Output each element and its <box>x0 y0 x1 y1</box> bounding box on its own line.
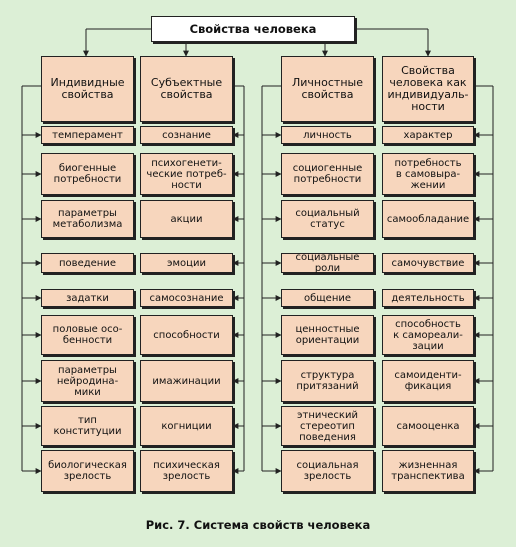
property-box: самообладание <box>382 200 474 238</box>
diagram-title: Свойства человека <box>151 16 355 42</box>
column-heading: Личностные свойства <box>281 56 374 122</box>
property-box: параметры метаболизма <box>41 200 134 238</box>
property-box: акции <box>140 200 233 238</box>
property-box: поведение <box>41 253 134 273</box>
property-box: способности <box>140 315 233 355</box>
property-box: задатки <box>41 289 134 307</box>
property-box: жизненная транспектива <box>382 450 474 492</box>
property-box: деятельность <box>382 289 474 307</box>
property-box: сознание <box>140 126 233 144</box>
property-box: имажинации <box>140 360 233 402</box>
property-box: структура притязаний <box>281 360 374 402</box>
property-box: биологическая зрелость <box>41 450 134 492</box>
property-box: личность <box>281 126 374 144</box>
property-box: общение <box>281 289 374 307</box>
property-box: социальный статус <box>281 200 374 238</box>
property-box: тип конституции <box>41 406 134 446</box>
property-box: темперамент <box>41 126 134 144</box>
column-heading: Индивидные свойства <box>41 56 134 122</box>
property-box: социальная зрелость <box>281 450 374 492</box>
property-box: ценностные ориентации <box>281 315 374 355</box>
property-box: самооценка <box>382 406 474 446</box>
property-box: самоиденти- фикация <box>382 360 474 402</box>
property-box: эмоции <box>140 253 233 273</box>
property-box: социальные роли <box>281 252 374 274</box>
property-box: социогенные потребности <box>281 153 374 195</box>
property-box: самосознание <box>140 289 233 307</box>
property-box: половые осо- бенности <box>41 315 134 355</box>
property-box: характер <box>382 126 474 144</box>
property-box: способность к самореали- зации <box>382 315 474 355</box>
property-box: психогенети- ческие потреб- ности <box>140 153 233 195</box>
property-box: потребность в самовыра- жении <box>382 153 474 195</box>
property-box: психическая зрелость <box>140 450 233 492</box>
column-heading: Субъектные свойства <box>140 56 233 122</box>
property-box: параметры нейродина- мики <box>41 360 134 402</box>
property-box: этнический стереотип поведения <box>281 406 374 446</box>
property-box: самочувствие <box>382 253 474 273</box>
property-box: биогенные потребности <box>41 153 134 195</box>
property-box: когниции <box>140 406 233 446</box>
figure-caption: Рис. 7. Система свойств человека <box>145 518 371 532</box>
column-heading: Свойства человека как индивидуаль- ности <box>382 56 474 122</box>
